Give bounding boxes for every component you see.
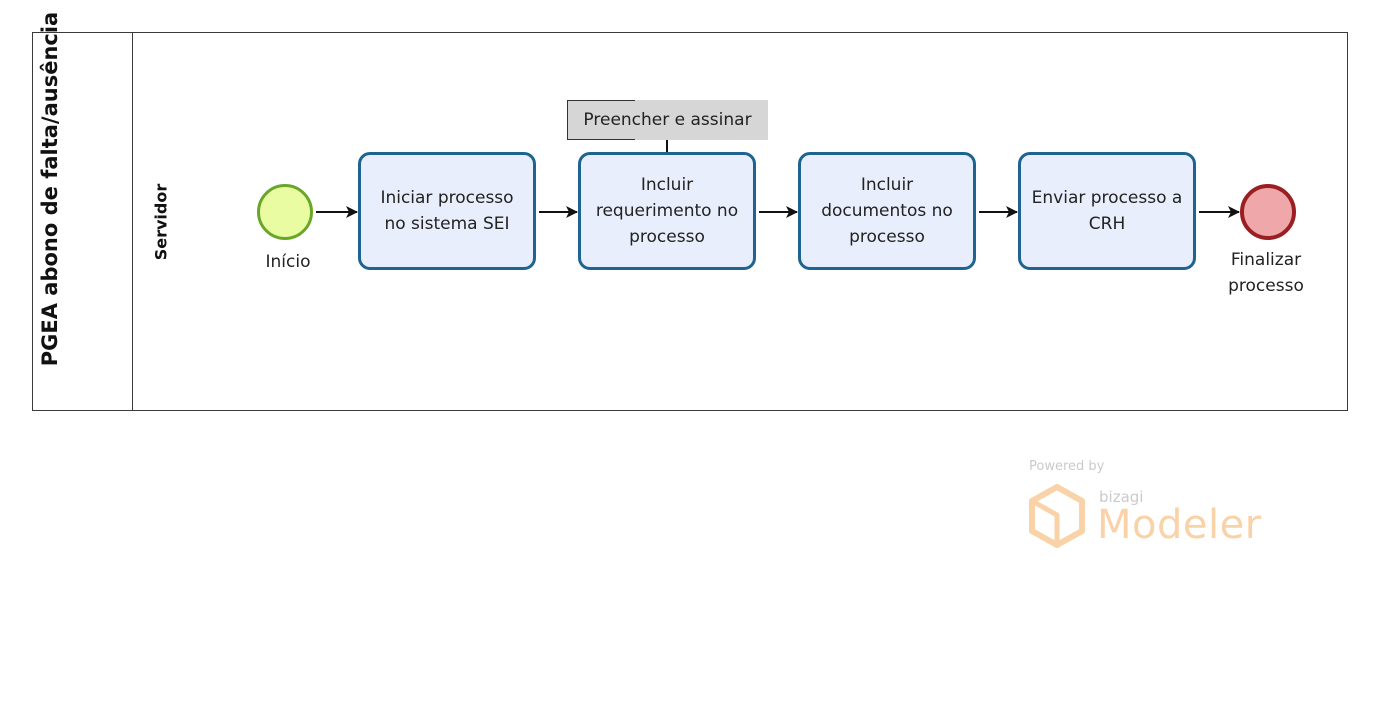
- end-event[interactable]: [1240, 184, 1296, 240]
- bizagi-cube-icon: [1029, 484, 1085, 548]
- task-label: Incluir requerimento no processo: [595, 175, 739, 247]
- task-incluir-requerimento[interactable]: Incluir requerimento no processo: [578, 152, 756, 270]
- task-enviar-processo[interactable]: Enviar processo a CRH: [1018, 152, 1196, 270]
- task-iniciar-processo[interactable]: Iniciar processo no sistema SEI: [358, 152, 536, 270]
- task-label: Incluir documentos no processo: [821, 175, 953, 247]
- text-annotation[interactable]: Preencher e assinar: [567, 100, 768, 140]
- watermark-product: Modeler: [1097, 502, 1262, 548]
- start-event-label: Início: [265, 252, 311, 272]
- end-event-label: Finalizar processo: [1228, 250, 1304, 296]
- task-label: Iniciar processo no sistema SEI: [380, 188, 514, 234]
- task-label: Enviar processo a CRH: [1031, 188, 1183, 234]
- start-event[interactable]: [257, 184, 313, 240]
- annotation-text: Preencher e assinar: [583, 110, 752, 130]
- task-incluir-documentos[interactable]: Incluir documentos no processo: [798, 152, 976, 270]
- pool-header: [33, 33, 133, 410]
- watermark-powered-text: Powered by: [1029, 459, 1105, 474]
- watermark-brand: bizagi: [1099, 488, 1144, 506]
- annotation-bracket: [567, 100, 635, 140]
- bizagi-watermark: Powered by bizagi Modeler: [1028, 458, 1278, 558]
- pool: [32, 32, 1348, 411]
